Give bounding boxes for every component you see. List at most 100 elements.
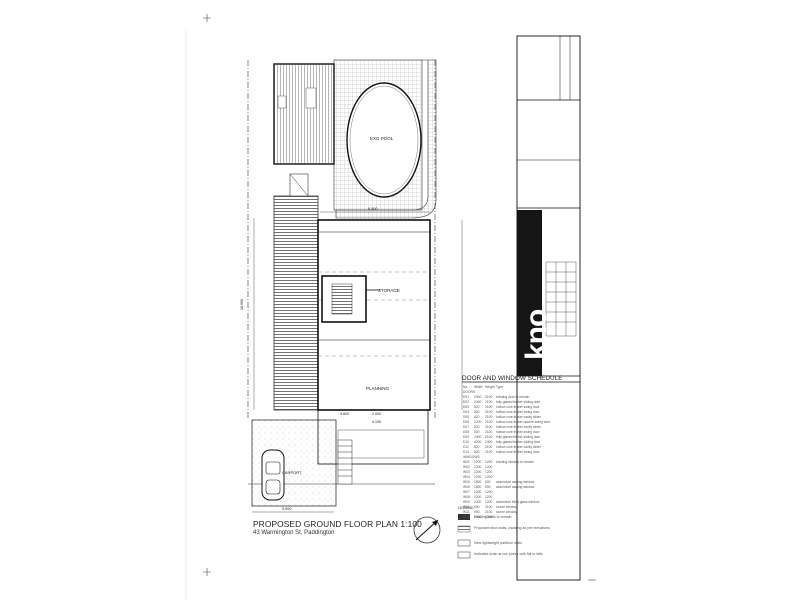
stair-core: [321, 275, 380, 323]
carport: [251, 419, 337, 507]
brand-logo: kno: [520, 309, 553, 360]
schedule-cell: 1200: [485, 515, 493, 519]
schedule-cell: 1200: [474, 515, 482, 519]
legend-swatches: [457, 514, 471, 559]
schedule-cell: W11: [463, 510, 470, 514]
schedule-cell: fully glazed timber sliding door: [496, 440, 541, 444]
schedule-cell: hollow core timber swing door: [496, 410, 540, 414]
schedule-cell: 2400: [474, 395, 482, 399]
schedule-cell: hollow core timber cavity slider: [496, 445, 541, 449]
dimensions: [252, 211, 463, 513]
schedule-cell: W02: [463, 465, 470, 469]
schedule-cell: 1800: [474, 480, 482, 484]
crop-marks: [185, 14, 596, 600]
schedule-cell: hollow core timber swing door: [496, 405, 540, 409]
drawing-title: PROPOSED GROUND FLOOR PLAN 1:100: [253, 519, 422, 529]
schedule-cell: 1200: [474, 470, 482, 474]
schedule-cell: 2100: [485, 400, 493, 404]
legend-item: Existing walls to remain: [474, 515, 512, 519]
schedule-section-label: DOORS: [463, 390, 476, 394]
schedule-cell: aluminium awning window: [496, 480, 535, 484]
schedule-cell: 820: [474, 410, 480, 414]
schedule-cell: W06: [463, 485, 470, 489]
schedule-cell: W07: [463, 490, 470, 494]
schedule-cell: 2400: [474, 400, 482, 404]
schedule-cell: W01: [463, 460, 470, 464]
label-living: PLANNING: [366, 386, 390, 391]
schedule-cell: 2100: [485, 510, 493, 514]
label-pool: EXG POOL: [370, 136, 394, 141]
schedule-cell: 1200: [485, 470, 493, 474]
schedule-cell: Type: [496, 385, 504, 389]
schedule-cell: 1200: [485, 490, 493, 494]
dim-4800: 4,800: [340, 412, 349, 416]
schedule-cell: D11: [463, 445, 469, 449]
schedule-cell: 2100: [485, 450, 493, 454]
schedule-cell: existing door to remain: [496, 395, 530, 399]
schedule-cell: Height: [485, 385, 495, 389]
schedule-cell: 900: [474, 505, 480, 509]
dim-width: 9,000: [282, 507, 292, 511]
schedule-cell: 4200: [474, 440, 482, 444]
schedule-cell: 2100: [485, 410, 493, 414]
schedule-cell: 1200: [485, 465, 493, 469]
schedule-cell: D09: [463, 435, 470, 439]
label-stair: STORAGE: [378, 288, 400, 293]
schedule-cell: D12: [463, 450, 470, 454]
schedule-cell: fully glazed timber sliding door: [496, 435, 541, 439]
schedule-section-label: WINDOWS: [463, 455, 480, 459]
brand-panel: [517, 210, 542, 376]
schedule-cell: hollow core timber swing door: [496, 450, 540, 454]
schedule-cell: 2400: [485, 440, 493, 444]
schedule-cell: 1200: [474, 465, 482, 469]
rear-deck: [273, 63, 335, 165]
front-stairs: [337, 439, 353, 485]
dim-6500: 6,500: [368, 207, 378, 211]
legend-item: Indicates drain at low points with fall …: [474, 552, 543, 556]
schedule-cell: 820: [474, 445, 480, 449]
label-carport: CARPORT: [282, 470, 302, 475]
schedule-cell: 2100: [485, 425, 493, 429]
schedule-cell: W12: [463, 515, 470, 519]
schedule-cell: 900: [474, 510, 480, 514]
revision-table: [545, 261, 577, 337]
schedule-cell: 2100: [485, 505, 493, 509]
schedule-cell: 1200: [485, 500, 493, 504]
schedule-cell: D05: [463, 415, 470, 419]
schedule-cell: aluminium fixed glass window: [496, 500, 540, 504]
dim-4105: 4,105: [372, 420, 381, 424]
schedule-cell: D06: [463, 420, 470, 424]
schedule-cell: 820: [474, 450, 480, 454]
schedule-cell: louvre window: [496, 510, 517, 514]
schedule-cell: D02: [463, 400, 470, 404]
schedule-cell: 2400: [474, 500, 482, 504]
schedule-cell: 600: [485, 485, 491, 489]
schedule-cell: D10: [463, 440, 470, 444]
schedule-cell: 820: [474, 425, 480, 429]
schedule-cell: 1200: [474, 420, 482, 424]
schedule-cell: 820: [474, 405, 480, 409]
schedule-cell: louvre window: [496, 505, 517, 509]
planter: [335, 59, 437, 219]
schedule-cell: fully glazed timber sliding door: [496, 400, 541, 404]
dim-length: 18,000: [240, 299, 244, 310]
